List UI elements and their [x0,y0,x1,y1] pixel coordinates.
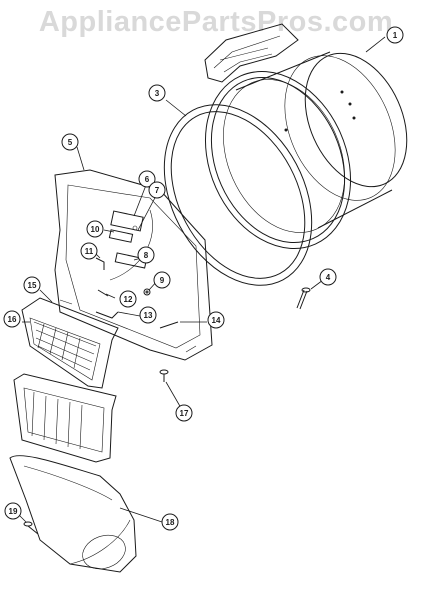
screw-19-part [23,521,39,535]
callout-3-label: 3 [155,89,160,98]
callout-11: 11 [80,242,98,260]
callout-3: 3 [148,84,166,102]
fastener-part [143,288,151,296]
callout-1: 1 [386,26,404,44]
callout-8: 8 [137,246,155,264]
callout-13: 13 [139,306,157,324]
watermark-text: AppliancePartsPros.com [38,6,394,38]
lint-duct-part [9,373,137,573]
callout-14-label: 14 [212,316,221,325]
front-bulkhead-part [54,169,213,361]
callout-8-label: 8 [144,251,149,260]
callout-11-label: 11 [85,247,94,256]
screw-part [296,287,311,310]
callout-12-label: 12 [124,295,133,304]
drum-seal-ring-part [163,104,313,286]
callout-5-label: 5 [68,138,73,147]
callout-18: 18 [161,513,179,531]
callout-10: 10 [86,220,104,238]
callout-9: 9 [153,271,171,289]
callout-4: 4 [319,268,337,286]
callout-14: 14 [207,311,225,329]
callout-6-label: 6 [145,175,150,184]
thermostat-assembly-part [108,210,148,269]
callout-16: 16 [3,310,21,328]
clips-part [95,257,119,319]
callout-1-label: 1 [393,31,398,40]
callout-6: 6 [138,170,156,188]
callout-15-label: 15 [28,281,37,290]
callout-4-label: 4 [326,273,331,282]
callout-19: 19 [4,502,22,520]
lint-filter-part [21,297,119,389]
callout-9-label: 9 [160,276,165,285]
callout-16-label: 16 [8,315,17,324]
callout-17-label: 17 [180,409,189,418]
screw-14-part [159,321,179,329]
top-bracket-part [204,23,299,83]
callout-15: 15 [23,276,41,294]
callout-17: 17 [175,404,193,422]
callout-19-label: 19 [9,507,18,516]
callout-7: 7 [148,181,166,199]
callout-10-label: 10 [91,225,100,234]
callout-5: 5 [61,133,79,151]
callout-18-label: 18 [166,518,175,527]
screw-17-part [159,369,169,382]
drum-part [204,51,408,249]
callout-7-label: 7 [155,186,160,195]
callout-13-label: 13 [144,311,153,320]
callout-12: 12 [119,290,137,308]
